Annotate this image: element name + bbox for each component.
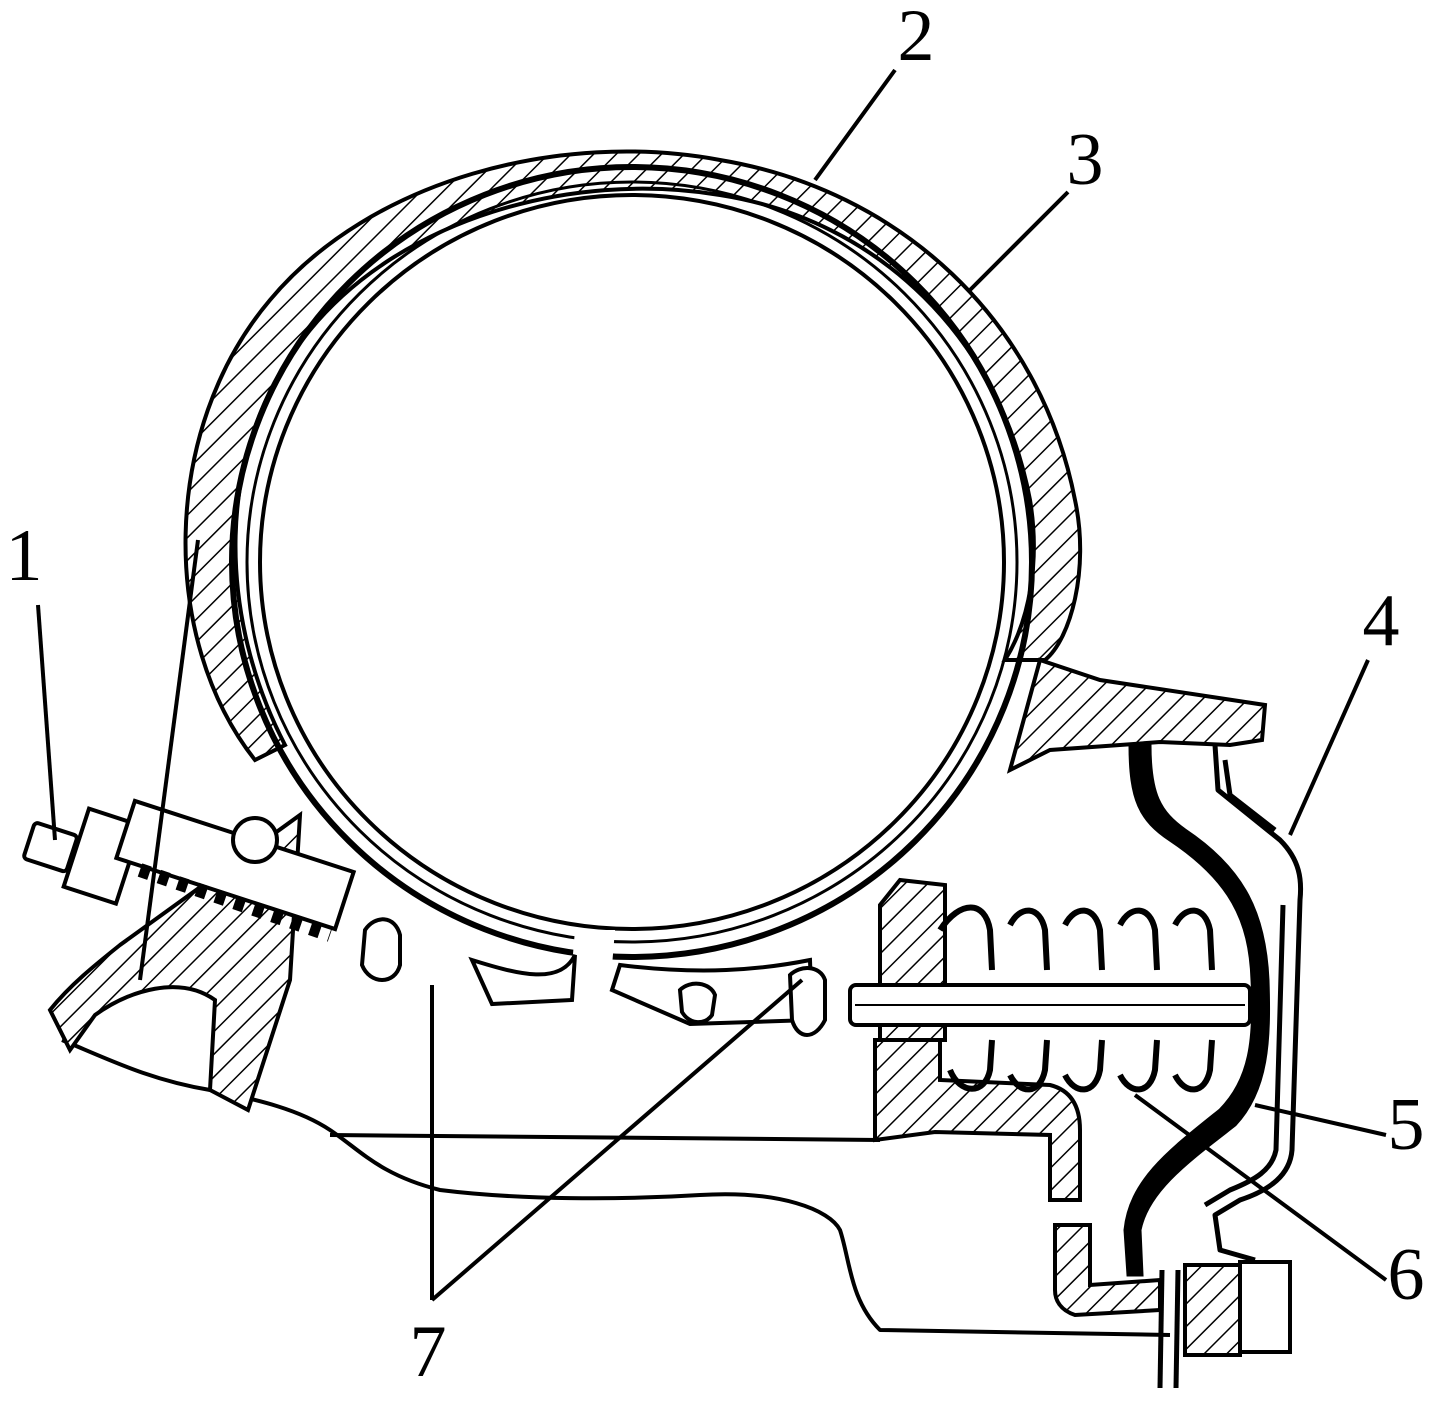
label-1: 1 [5,515,43,597]
label-7: 7 [409,1311,447,1393]
mount-bolt [1157,1260,1292,1389]
brake-band-outer [183,149,1083,763]
return-spring [937,904,1215,1093]
brake-drum [229,164,1035,960]
adjusting-screw [22,798,357,942]
label-4: 4 [1362,580,1400,662]
push-rod [848,983,1252,1027]
label-6: 6 [1387,1234,1425,1316]
label-2: 2 [897,0,935,77]
diaphragm [1123,743,1271,1277]
label-3: 3 [1066,119,1104,201]
cover-plate [1203,744,1304,1263]
label-5: 5 [1387,1084,1425,1166]
leader-lines [36,68,1388,1302]
